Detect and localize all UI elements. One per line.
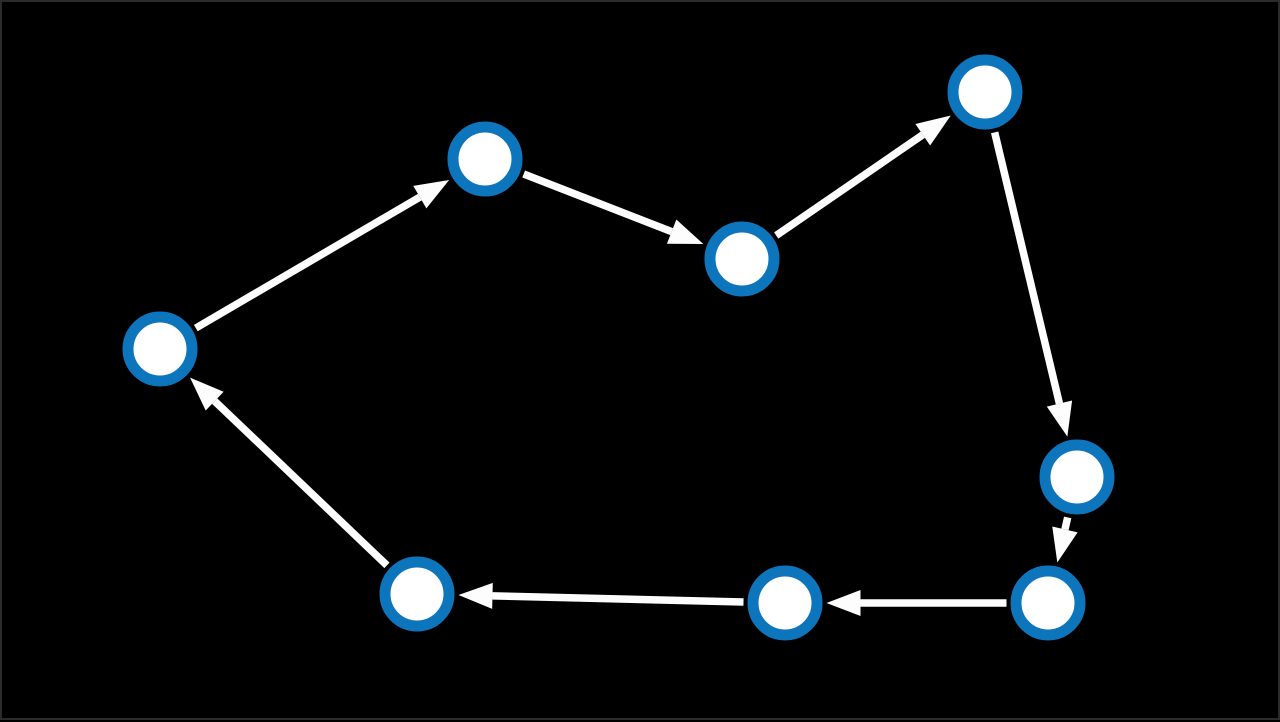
graph-node-circle[interactable] bbox=[704, 221, 780, 297]
graph-arrowhead-n3-to-n4 bbox=[915, 115, 951, 146]
graph-arrowhead-n2-to-n3 bbox=[666, 219, 704, 244]
graph-node-n4[interactable] bbox=[947, 54, 1023, 130]
graph-node-n8[interactable] bbox=[379, 556, 455, 632]
graph-edge-n4-to-n5 bbox=[991, 131, 1064, 405]
graph-arrowhead-n1-to-n2 bbox=[413, 179, 450, 209]
graph-node-n2[interactable] bbox=[447, 121, 523, 197]
graph-node-circle[interactable] bbox=[379, 556, 455, 632]
graph-node-circle[interactable] bbox=[1039, 439, 1115, 515]
graph-node-n5[interactable] bbox=[1039, 439, 1115, 515]
graph-edge-n7-to-n8 bbox=[492, 592, 744, 606]
graph-node-circle[interactable] bbox=[1010, 565, 1086, 641]
edges-layer bbox=[190, 115, 1078, 616]
nodes-layer bbox=[122, 54, 1115, 641]
graph-edge-n8-to-n1 bbox=[212, 398, 390, 569]
graph-node-n3[interactable] bbox=[704, 221, 780, 297]
graph-node-n6[interactable] bbox=[1010, 565, 1086, 641]
graph-arrowhead-n4-to-n5 bbox=[1046, 400, 1073, 437]
graph-node-circle[interactable] bbox=[122, 311, 198, 387]
graph-node-n1[interactable] bbox=[122, 311, 198, 387]
graph-edge-n1-to-n2 bbox=[193, 193, 422, 332]
graph-arrowhead-n5-to-n6 bbox=[1052, 526, 1078, 563]
graph-arrowhead-n7-to-n8 bbox=[458, 582, 493, 609]
graph-edge-n5-to-n6 bbox=[1061, 516, 1072, 531]
graph-edge-n3-to-n4 bbox=[774, 131, 925, 239]
graph-node-circle[interactable] bbox=[947, 54, 1023, 130]
graph-node-circle[interactable] bbox=[747, 565, 823, 641]
graph-arrowhead-n6-to-n7 bbox=[826, 590, 861, 616]
graph-node-circle[interactable] bbox=[447, 121, 523, 197]
graph-edge-n2-to-n3 bbox=[522, 170, 673, 236]
graph-node-n7[interactable] bbox=[747, 565, 823, 641]
graph-arrowhead-n8-to-n1 bbox=[190, 377, 224, 411]
